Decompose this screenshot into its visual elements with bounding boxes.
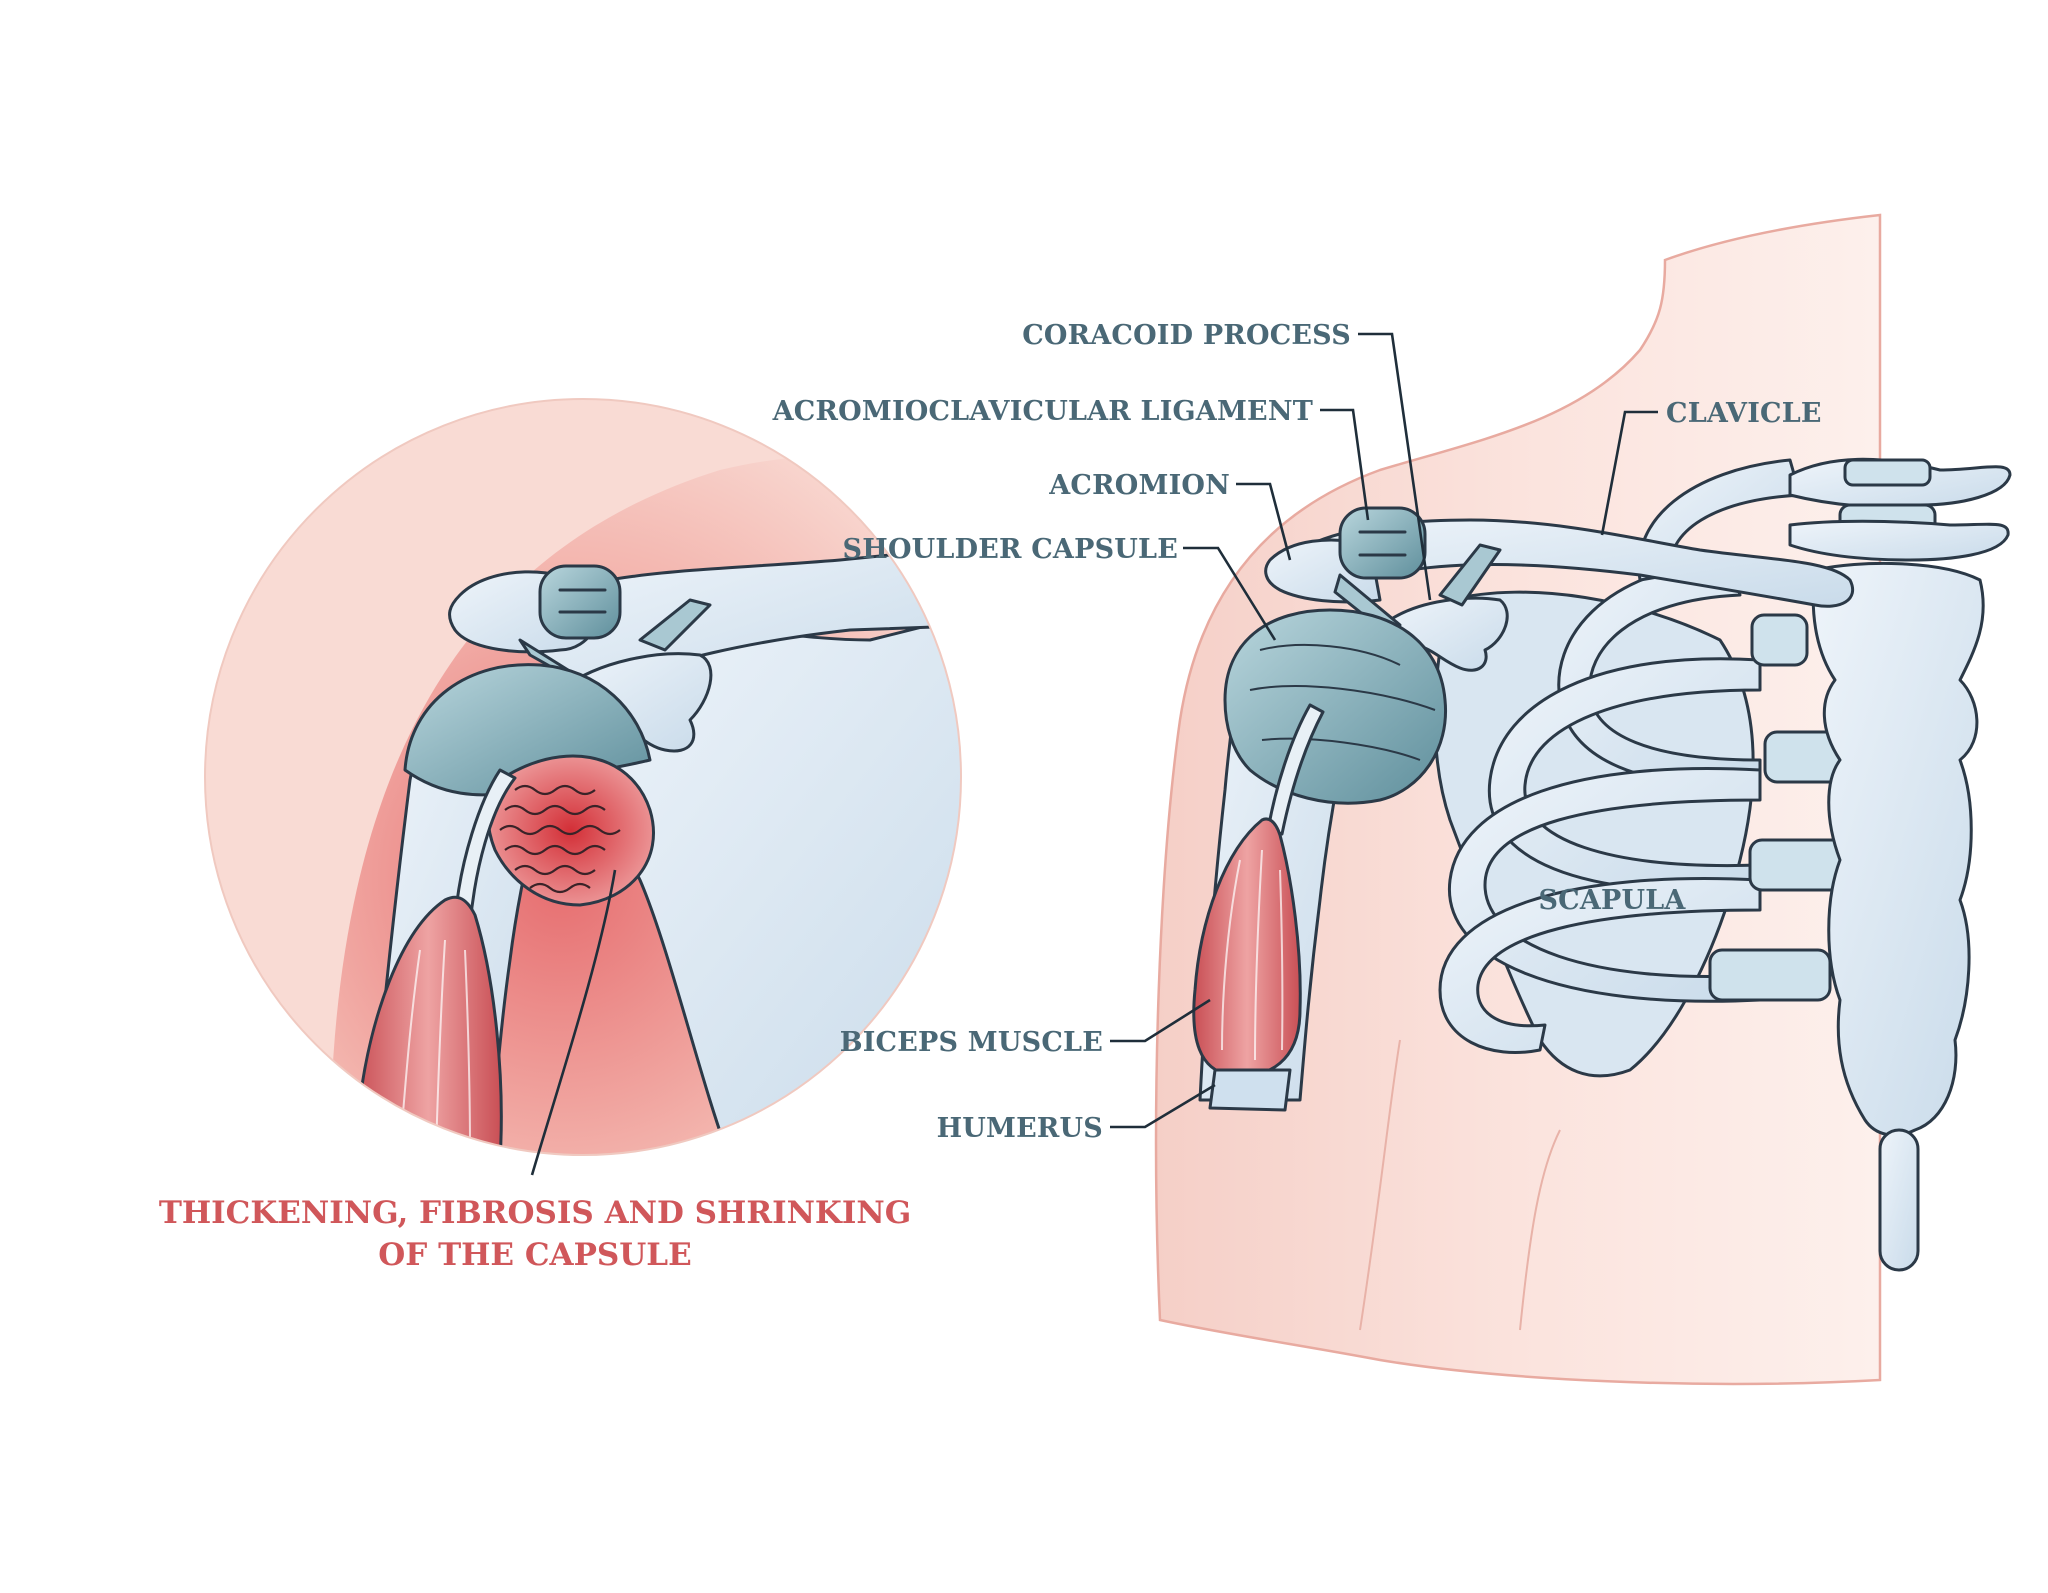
label-acromion: ACROMION (1048, 470, 1230, 501)
ac-ligament-leader (1320, 408, 1370, 521)
capsule-folds (1249, 644, 1436, 761)
biceps-tendon (1266, 703, 1325, 836)
humerus-shaft-lower (1208, 1068, 1292, 1112)
label-coracoid-process: CORACOID PROCESS (1022, 320, 1351, 351)
xiphoid-process (1878, 1128, 1920, 1272)
cervical-vertebra (1788, 457, 2012, 562)
shoulder-capsule (1223, 608, 1448, 805)
label-scapula: SCAPULA (1538, 885, 1686, 916)
fibrosis-texture (499, 784, 621, 894)
label-clavicle: CLAVICLE (1666, 398, 1822, 429)
leader-lines (1110, 332, 1658, 1129)
cc-ligament (638, 598, 712, 652)
biceps-striations (1221, 849, 1284, 1061)
rib (1438, 876, 1762, 1054)
coracoid-leader (1358, 332, 1432, 601)
caption-line-2: OF THE CAPSULE (378, 1237, 691, 1273)
cartilage (1708, 948, 1832, 1002)
rib (1637, 458, 1802, 582)
ac-ligament-magnified (538, 564, 622, 640)
shoulder-capsule-leader (1183, 546, 1277, 641)
sternum (1811, 561, 1985, 1137)
skin-contour (1359, 1039, 1401, 1331)
full-shoulder-view (1154, 213, 2012, 1386)
ac-ligament (1338, 506, 1427, 580)
costal-cartilages (1708, 613, 1847, 1002)
label-acromioclavicular-ligament: ACROMIOCLAVICULAR LIGAMENT (772, 396, 1313, 427)
label-humerus: HUMERUS (937, 1113, 1103, 1144)
magnified-circle-edge (204, 398, 962, 1156)
caption-leader-line (530, 869, 617, 1176)
cartilage (1750, 613, 1809, 667)
cartilage (1748, 838, 1847, 892)
cc-ligament (1438, 543, 1502, 607)
humerus-leader (1110, 1083, 1216, 1129)
label-biceps-muscle: BICEPS MUSCLE (840, 1027, 1103, 1058)
caption-line-1: THICKENING, FIBROSIS AND SHRINKING (159, 1195, 911, 1231)
skin-contour (1519, 1129, 1561, 1331)
clavicle-leader (1600, 410, 1658, 536)
biceps-leader (1110, 998, 1211, 1043)
label-shoulder-capsule: SHOULDER CAPSULE (843, 534, 1178, 565)
acromion-leader (1236, 482, 1292, 561)
